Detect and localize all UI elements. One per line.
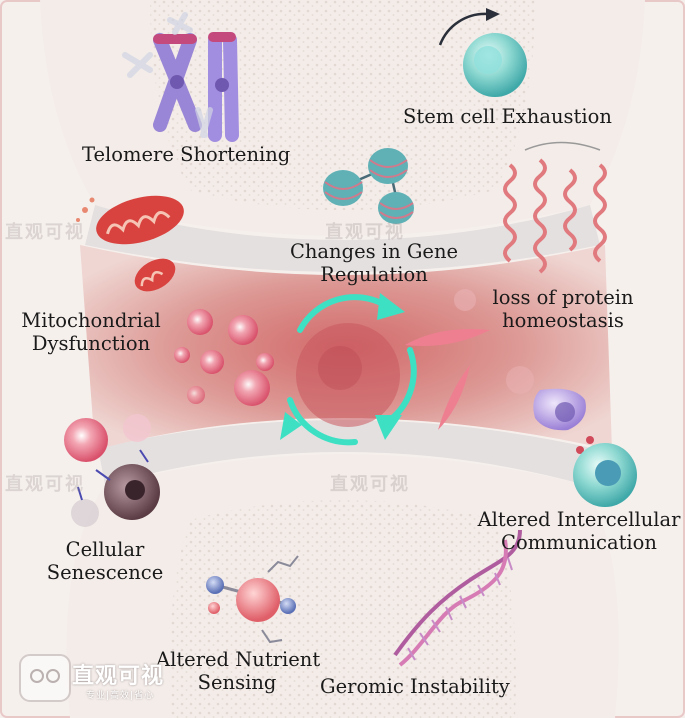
label-line: Mitochondrial <box>18 309 164 332</box>
label-gene-regulation: Changes in Gene Regulation <box>288 240 460 286</box>
label-line: Changes in Gene <box>288 240 460 263</box>
label-text: Geromic Instability <box>320 675 510 698</box>
label-mitochondrial-dysfunction: Mitochondrial Dysfunction <box>18 309 164 355</box>
label-intercellular-communication: Altered Intercellular Communication <box>476 508 682 554</box>
label-genomic-instability: Geromic Instability <box>320 675 510 698</box>
label-line: Senescence <box>46 561 164 584</box>
watermark-text: 直观可视 <box>330 470 410 496</box>
label-text: Stem cell Exhaustion <box>403 105 612 128</box>
label-line: loss of protein <box>488 286 638 309</box>
brand-name: 直观可视 <box>72 658 164 690</box>
label-nutrient-sensing: Altered Nutrient Sensing <box>156 648 318 694</box>
watermark-text: 直观可视 <box>5 470 85 496</box>
label-line: Dysfunction <box>18 332 164 355</box>
label-line: Altered Nutrient <box>156 648 318 671</box>
label-line: Communication <box>476 531 682 554</box>
label-line: Regulation <box>288 263 460 286</box>
brand-tagline: 专业|高效|省心 <box>86 688 154 701</box>
label-line: Sensing <box>156 671 318 694</box>
label-cellular-senescence: Cellular Senescence <box>46 538 164 584</box>
label-protein-homeostasis: loss of protein homeostasis <box>488 286 638 332</box>
label-stem-cell-exhaustion: Stem cell Exhaustion <box>403 105 612 128</box>
label-text: Telomere Shortening <box>82 143 290 166</box>
watermark-text: 直观可视 <box>5 218 85 244</box>
label-line: homeostasis <box>488 309 638 332</box>
brand-logo <box>20 655 70 701</box>
label-line: Cellular <box>46 538 164 561</box>
label-telomere-shortening: Telomere Shortening <box>82 143 290 166</box>
label-line: Altered Intercellular <box>476 508 682 531</box>
